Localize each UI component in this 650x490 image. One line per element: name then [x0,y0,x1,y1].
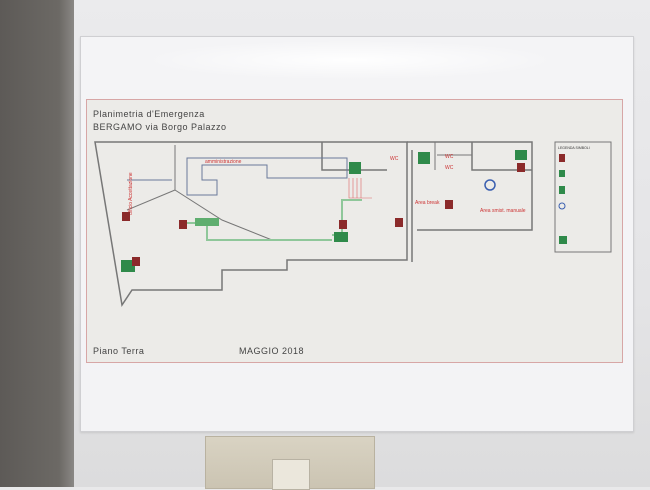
dark-door-frame [0,0,74,487]
legend-box [554,141,612,253]
room-label-break: Area break [415,200,440,206]
light-glare [140,40,560,80]
emergency-exit-icon [334,232,348,242]
first-aid-icon [418,152,430,164]
assembly-point-icon [121,260,135,272]
escape-stairs [195,218,219,226]
plan-date: MAGGIO 2018 [239,346,305,356]
plastic-sleeve: Planimetria d'Emergenza BERGAMO via Borg… [80,36,634,432]
staircase [348,178,372,199]
room-label-wc3: WC [445,165,454,171]
room-label-wc1: WC [390,156,399,162]
light-switch-plate [205,436,375,490]
plan-title: Planimetria d'Emergenza [93,109,205,119]
outer-wall [94,141,408,307]
room-label-office: ufficio Accettazione [128,172,134,215]
floor-plan: amministrazione ufficio Accettazione WC … [94,141,612,307]
light-switch-button[interactable] [272,459,310,490]
plan-address: BERGAMO via Borgo Palazzo [93,122,227,132]
alarm-icon [484,179,496,191]
fire-extinguishers [122,163,525,266]
emergency-plan-sheet: Planimetria d'Emergenza BERGAMO via Borg… [86,99,623,363]
reception-desk [186,157,348,196]
emergency-exit-icon [515,150,527,160]
legend-title: LEGENDA SIMBOLI [558,146,590,150]
room-label-reception: amministrazione [205,159,242,165]
room-label-manual-area: Area smist. manuale [480,208,526,214]
floor-label: Piano Terra [93,346,145,356]
first-aid-icon [349,162,361,174]
room-label-wc2: WC [445,154,454,160]
